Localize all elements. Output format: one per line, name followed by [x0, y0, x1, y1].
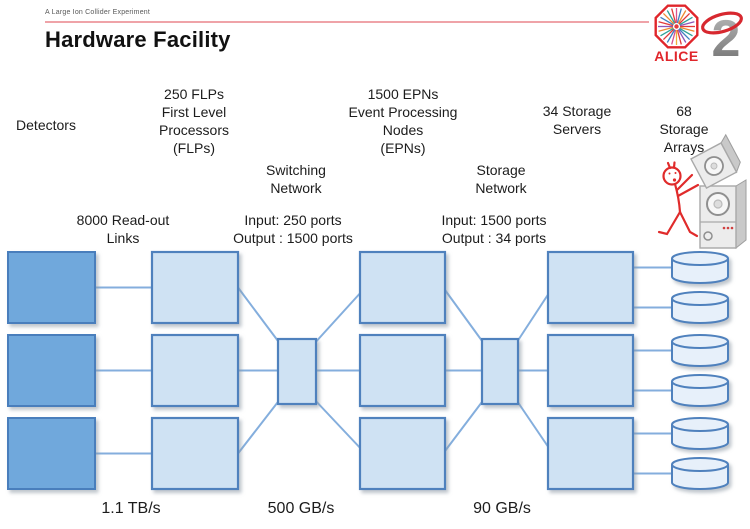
storage-array-cylinders	[671, 251, 729, 490]
o2-logo-ring	[701, 11, 743, 35]
epn-box	[358, 333, 447, 408]
detector-box	[7, 417, 96, 490]
connector-line	[237, 286, 282, 346]
detector-box	[7, 334, 96, 407]
label-detectors: Detectors	[16, 117, 76, 133]
storage-array-cylinder	[671, 417, 729, 450]
label-flps: 250 FLPs First Level Processors (FLPs)	[158, 86, 230, 156]
storage-array-cylinder	[671, 374, 729, 407]
connector-line	[444, 289, 486, 346]
storage-server-box	[546, 250, 635, 325]
flp-box	[150, 250, 240, 325]
storage-server-box	[546, 416, 635, 491]
label-switching-network: Switching Network	[266, 162, 326, 196]
connector-lines	[92, 266, 674, 475]
alice-logo-text: ALICE	[654, 48, 699, 64]
lifted-box	[690, 133, 741, 190]
label-epns: 1500 EPNs Event Processing Nodes (EPNs)	[348, 86, 458, 156]
flp-boxes	[150, 250, 240, 491]
storage-network-box	[480, 337, 520, 406]
flp-box	[150, 333, 240, 408]
flp-box	[150, 416, 240, 491]
connector-line	[514, 289, 552, 346]
connector-line	[312, 397, 364, 452]
storage-array-cylinder	[671, 457, 729, 490]
label-storage-arrays: 68 Storage Arrays	[659, 103, 709, 155]
storage-server-boxes	[546, 250, 635, 491]
label-storage-ports: Input: 1500 ports Output : 34 ports	[441, 212, 547, 246]
alice-center-dot	[674, 24, 679, 29]
experiment-subtitle: A Large Ion Collider Experiment	[45, 9, 151, 16]
throughput-epn: 90 GB/s	[473, 500, 531, 517]
label-readout-links: 8000 Read-out Links	[76, 212, 170, 246]
alice-rays	[658, 8, 695, 45]
connector-line	[444, 397, 486, 452]
o2-logo-two: 2	[712, 10, 741, 68]
connector-line	[312, 289, 364, 346]
storage-stacking-clipart	[657, 133, 747, 250]
connector-line	[514, 397, 552, 452]
storage-array-cylinder	[671, 334, 729, 367]
o2-logo: 2	[701, 10, 743, 68]
tower-side	[735, 179, 747, 250]
storage-array-cylinder	[671, 291, 729, 324]
throughput-detector: 1.1 TB/s	[101, 500, 161, 517]
detector-box	[7, 251, 96, 324]
label-storage-network: Storage Network	[475, 162, 527, 196]
switching-network-box	[276, 337, 318, 406]
epn-boxes	[358, 250, 447, 491]
throughput-flp: 500 GB/s	[267, 500, 335, 517]
storage-server-box	[546, 333, 635, 408]
label-switch-ports: Input: 250 ports Output : 1500 ports	[233, 212, 353, 246]
epn-box	[358, 250, 447, 325]
connector-line	[237, 397, 282, 455]
detector-boxes	[7, 251, 96, 490]
storage-array-cylinder	[671, 251, 729, 284]
header-divider	[45, 21, 649, 23]
page-title: Hardware Facility	[45, 27, 231, 52]
epn-box	[358, 416, 447, 491]
label-storage-servers: 34 Storage Servers	[542, 103, 612, 137]
stick-figure	[657, 161, 700, 238]
alice-logo: ALICE	[654, 4, 699, 64]
